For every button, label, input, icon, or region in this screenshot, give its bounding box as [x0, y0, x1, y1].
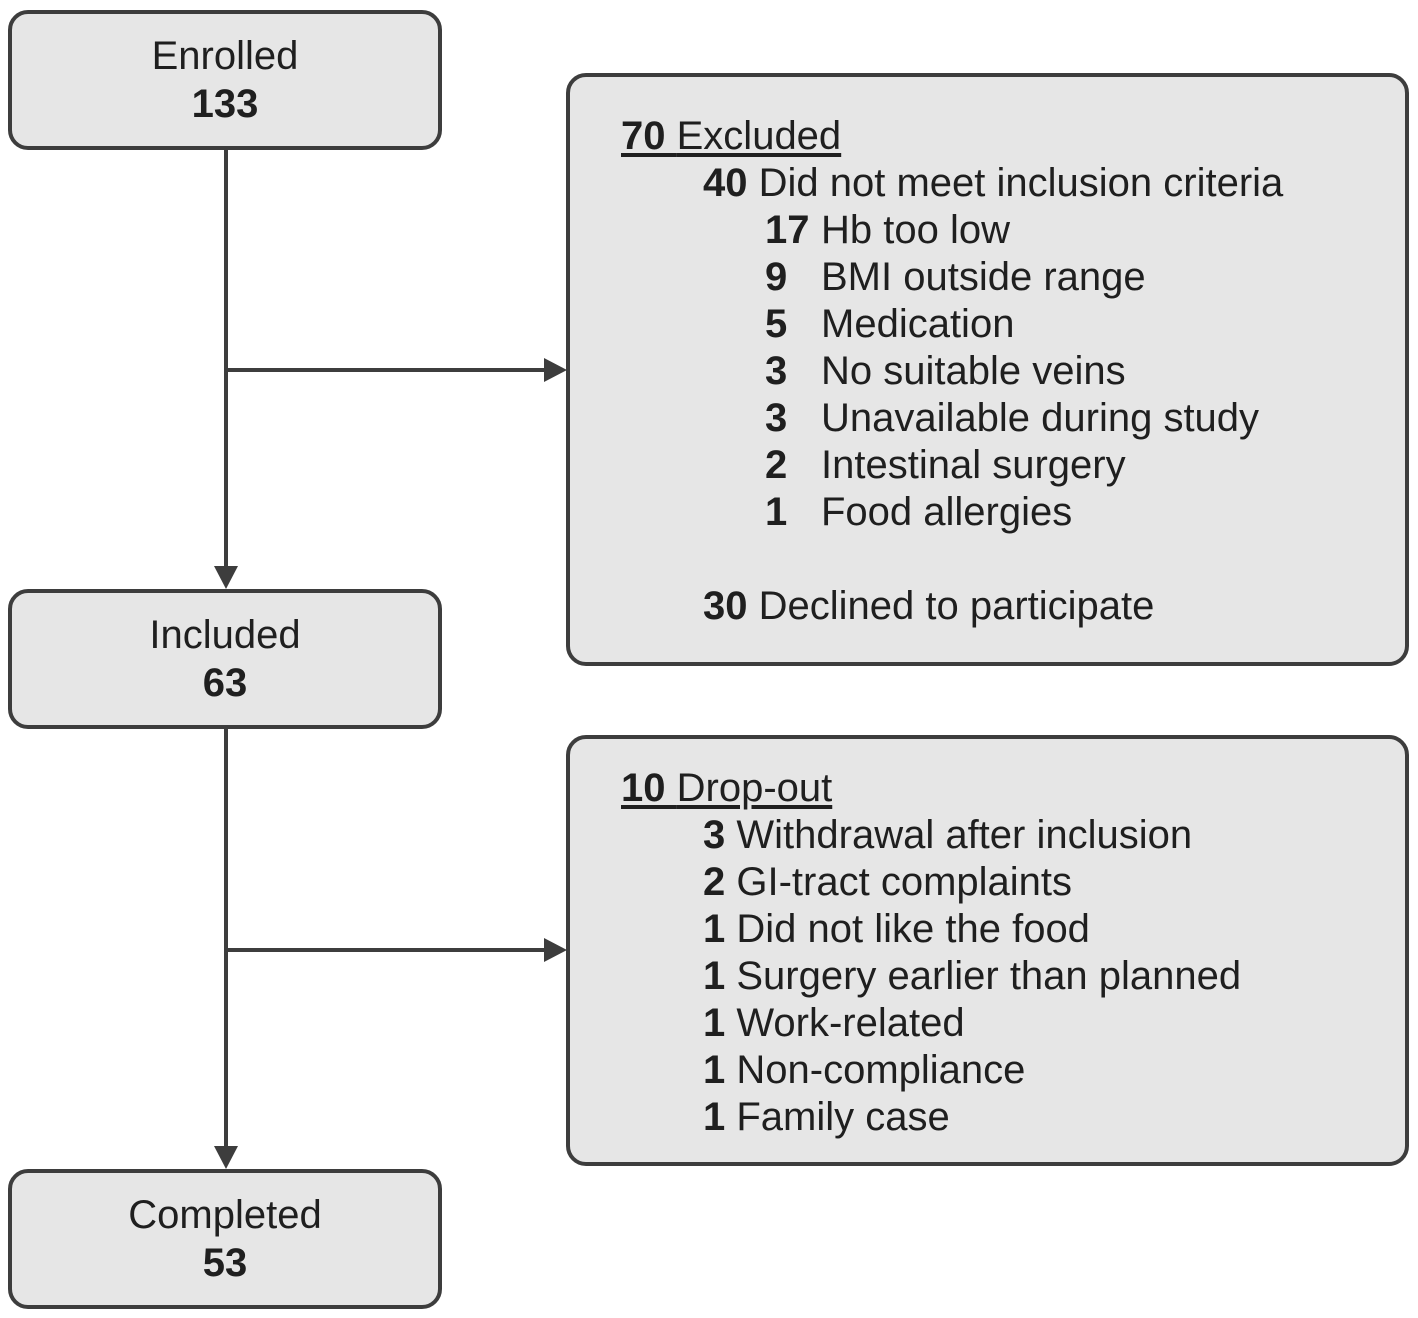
criteria-row: 40 Did not meet inclusion criteria	[703, 160, 1283, 207]
declined-label: Declined to participate	[758, 584, 1155, 628]
item-label: No suitable veins	[821, 349, 1126, 393]
item-label: Non-compliance	[736, 1048, 1026, 1092]
list-item: 3 Withdrawal after inclusion	[703, 812, 1192, 859]
completed-label: Completed	[128, 1193, 322, 1237]
enrolled-box: Enrolled 133	[8, 10, 442, 150]
item-label: Food allergies	[821, 490, 1073, 534]
list-item: 1 Surgery earlier than planned	[703, 953, 1241, 1000]
list-item: 1 Food allergies	[765, 489, 1072, 536]
list-item: 1 Did not like the food	[703, 906, 1090, 953]
list-item: 1 Non-compliance	[703, 1047, 1025, 1094]
list-item: 1 Family case	[703, 1094, 950, 1141]
item-count: 1	[703, 1001, 726, 1045]
item-count: 1	[765, 490, 788, 534]
excluded-count: 70	[621, 114, 666, 158]
dropout-count: 10	[621, 766, 666, 810]
list-item: 9 BMI outside range	[765, 254, 1146, 301]
item-label: Did not like the food	[736, 907, 1090, 951]
item-count: 3	[765, 349, 788, 393]
item-label: Unavailable during study	[821, 396, 1260, 440]
list-item: 5 Medication	[765, 301, 1014, 348]
item-count: 9	[765, 255, 788, 299]
included-count: 63	[202, 661, 248, 705]
excluded-box: 70 Excluded 40 Did not meet inclusion cr…	[566, 73, 1409, 666]
item-count: 1	[703, 1095, 726, 1139]
item-label: Work-related	[736, 1001, 965, 1045]
item-count: 1	[703, 954, 726, 998]
item-label: GI-tract complaints	[736, 860, 1073, 904]
arrowhead-dropout	[544, 938, 567, 962]
declined-count: 30	[703, 584, 748, 628]
excluded-heading: 70 Excluded	[621, 113, 841, 160]
list-item: 1 Work-related	[703, 1000, 965, 1047]
criteria-label: Did not meet inclusion criteria	[758, 161, 1284, 205]
item-label: Medication	[821, 302, 1015, 346]
item-count: 3	[765, 396, 788, 440]
item-label: Withdrawal after inclusion	[736, 813, 1193, 857]
dropout-box: 10 Drop-out 3 Withdrawal after inclusion…	[566, 735, 1409, 1166]
item-count: 1	[703, 1048, 726, 1092]
list-item: 3 No suitable veins	[765, 348, 1126, 395]
arrowhead-excluded	[544, 358, 567, 382]
excluded-label: Excluded	[676, 114, 842, 158]
item-count: 2	[703, 860, 726, 904]
enrolled-count: 133	[191, 82, 259, 126]
enrolled-label: Enrolled	[151, 34, 299, 78]
dropout-heading: 10 Drop-out	[621, 765, 832, 812]
included-box: Included 63	[8, 589, 442, 729]
dropout-label: Drop-out	[676, 766, 833, 810]
item-label: Family case	[736, 1095, 950, 1139]
list-item: 2 Intestinal surgery	[765, 442, 1126, 489]
item-count: 1	[703, 907, 726, 951]
item-label: Hb too low	[821, 208, 1010, 252]
item-count: 2	[765, 443, 788, 487]
item-count: 17	[765, 208, 810, 252]
item-label: Intestinal surgery	[821, 443, 1126, 487]
arrowhead-included	[214, 566, 238, 589]
item-count: 3	[703, 813, 726, 857]
list-item: 3 Unavailable during study	[765, 395, 1259, 442]
completed-box: Completed 53	[8, 1169, 442, 1309]
item-label: Surgery earlier than planned	[736, 954, 1242, 998]
list-item: 2 GI-tract complaints	[703, 859, 1072, 906]
arrowhead-completed	[214, 1146, 238, 1169]
completed-count: 53	[202, 1241, 248, 1285]
declined-row: 30 Declined to participate	[703, 583, 1154, 630]
item-label: BMI outside range	[821, 255, 1146, 299]
criteria-count: 40	[703, 161, 748, 205]
item-count: 5	[765, 302, 788, 346]
included-label: Included	[149, 613, 301, 657]
